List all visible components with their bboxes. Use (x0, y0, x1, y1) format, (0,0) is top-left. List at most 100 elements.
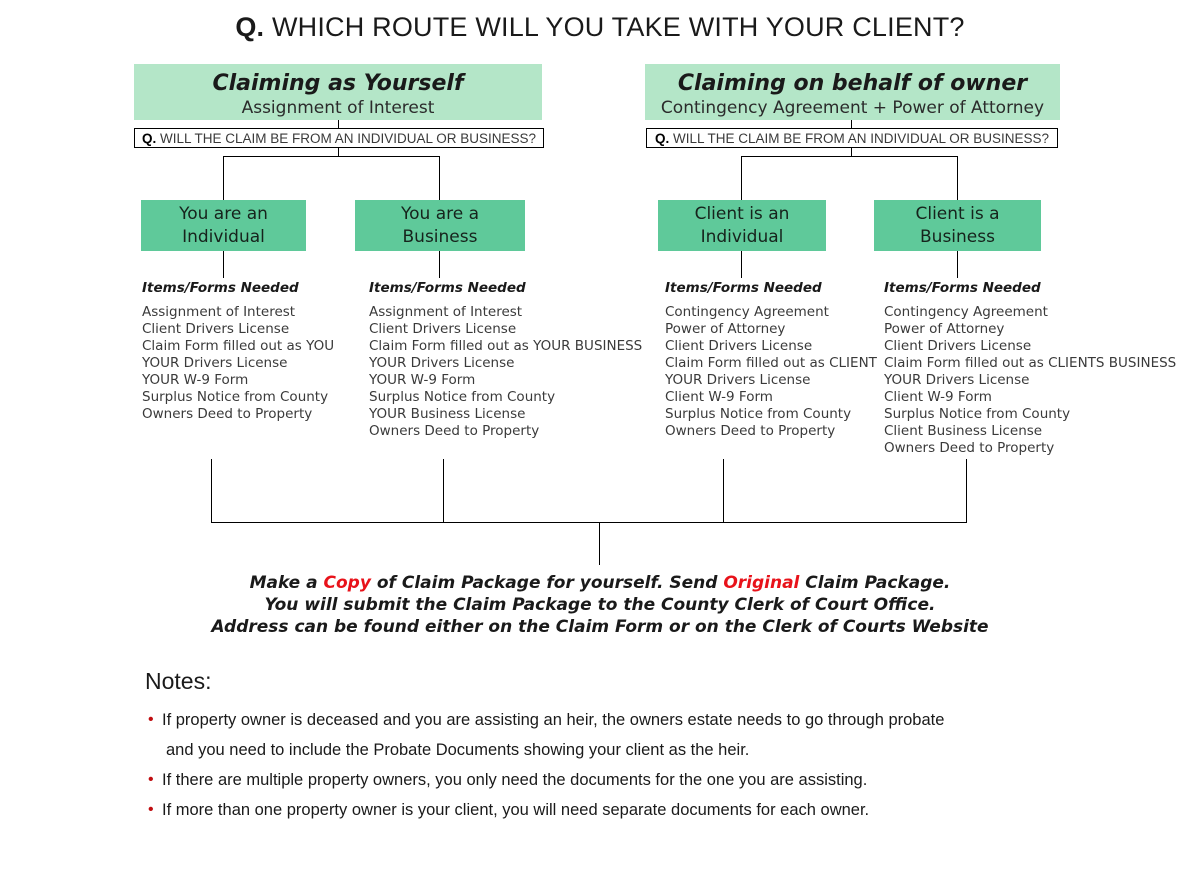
items-heading-client-individual: Items/Forms Needed (665, 280, 822, 296)
connector-left-branch1-to-items (223, 251, 224, 278)
notes-title: Notes: (145, 668, 212, 694)
list-item: Client Business License (884, 423, 1043, 439)
route-header-left-subtitle: Assignment of Interest (241, 98, 435, 118)
node-you-are-an-individual-line1: You are an (179, 203, 268, 224)
list-item: YOUR Drivers License (665, 372, 811, 388)
notes-item: •If property owner is deceased and you a… (148, 705, 1078, 765)
list-item: Surplus Notice from County (665, 406, 852, 422)
items-heading-you-individual: Items/Forms Needed (142, 280, 299, 296)
node-you-are-an-individual-line2: Individual (182, 226, 265, 247)
connector-left-branch2-drop (439, 156, 440, 200)
node-you-are-a-business[interactable]: You are a Business (355, 200, 525, 251)
connector-merge-bar (211, 522, 967, 523)
list-item: Claim Form filled out as CLIENTS BUSINES… (884, 355, 1177, 371)
node-you-are-a-business-line1: You are a (400, 203, 480, 224)
submit-instructions: Make a Copy of Claim Package for yoursel… (0, 572, 1200, 638)
notes-item-line2: and you need to include the Probate Docu… (166, 741, 750, 759)
connector-right-header-stem (851, 120, 852, 128)
route-header-right: Claiming on behalf of owner Contingency … (645, 64, 1060, 120)
notes-item-line1: If more than one property owner is your … (162, 801, 870, 819)
submit-line1-original: Original (723, 573, 800, 593)
list-item: YOUR Business License (369, 406, 526, 422)
notes-item-line1: If there are multiple property owners, y… (162, 771, 868, 789)
question-bar-left: Q. WILL THE CLAIM BE FROM AN INDIVIDUAL … (134, 128, 544, 148)
list-item: Contingency Agreement (884, 304, 1048, 320)
bullet-icon: • (148, 771, 154, 788)
items-list-client-individual: Contingency Agreement Power of Attorney … (665, 304, 877, 440)
list-item: Power of Attorney (884, 321, 1005, 337)
node-you-are-an-individual[interactable]: You are an Individual (141, 200, 306, 251)
list-item: YOUR Drivers License (142, 355, 288, 371)
items-list-you-individual: Assignment of Interest Client Drivers Li… (142, 304, 334, 423)
notes-item: •If more than one property owner is your… (148, 795, 1078, 825)
route-header-left: Claiming as Yourself Assignment of Inter… (134, 64, 542, 120)
node-client-is-an-individual-line1: Client is an (694, 203, 790, 224)
connector-left-split-stem (338, 148, 339, 156)
list-item: Assignment of Interest (369, 304, 523, 320)
list-item: Surplus Notice from County (884, 406, 1071, 422)
submit-instructions-line2: You will submit the Claim Package to the… (264, 595, 936, 615)
list-item: Contingency Agreement (665, 304, 829, 320)
connector-right-branch2-to-items (957, 251, 958, 278)
page-title-text: WHICH ROUTE WILL YOU TAKE WITH YOUR CLIE… (264, 12, 965, 42)
list-item: Claim Form filled out as CLIENT (665, 355, 877, 371)
question-bar-left-text: WILL THE CLAIM BE FROM AN INDIVIDUAL OR … (156, 131, 537, 146)
list-item: Assignment of Interest (142, 304, 296, 320)
node-client-is-a-business-line2: Business (920, 226, 995, 247)
list-item: YOUR Drivers License (369, 355, 515, 371)
connector-right-split-stem (851, 148, 852, 156)
connector-merge-drop-1 (211, 459, 212, 522)
items-list-client-business: Contingency Agreement Power of Attorney … (884, 304, 1176, 457)
items-list-you-business: Assignment of Interest Client Drivers Li… (369, 304, 642, 440)
question-bar-right-text: WILL THE CLAIM BE FROM AN INDIVIDUAL OR … (669, 131, 1050, 146)
node-client-is-a-business[interactable]: Client is a Business (874, 200, 1041, 251)
connector-merge-drop-3 (723, 459, 724, 522)
list-item: YOUR W-9 Form (369, 372, 476, 388)
list-item: Owners Deed to Property (369, 423, 540, 439)
submit-line1-part2: of Claim Package for yourself. Send (370, 573, 724, 593)
route-header-right-title: Claiming on behalf of owner (677, 71, 1028, 96)
connector-right-branch1-to-items (741, 251, 742, 278)
list-item: Owners Deed to Property (884, 440, 1055, 456)
list-item: Owners Deed to Property (665, 423, 836, 439)
submit-instructions-line1: Make a Copy of Claim Package for yoursel… (0, 572, 1200, 594)
items-heading-client-business: Items/Forms Needed (884, 280, 1041, 296)
items-column-you-business: Items/Forms Needed Assignment of Interes… (369, 279, 642, 440)
notes-item: • If there are multiple property owners, … (148, 765, 1078, 795)
submit-line1-part1: Make a (249, 573, 324, 593)
connector-left-header-stem (338, 120, 339, 128)
node-client-is-an-individual-line2: Individual (700, 226, 784, 247)
page-title: Q. WHICH ROUTE WILL YOU TAKE WITH YOUR C… (0, 12, 1200, 43)
list-item: Owners Deed to Property (142, 406, 313, 422)
list-item: Client Drivers License (369, 321, 517, 337)
connector-merge-to-submit (599, 522, 600, 565)
list-item: Client Drivers License (665, 338, 813, 354)
list-item: Client W-9 Form (884, 389, 992, 405)
list-item: Surplus Notice from County (369, 389, 556, 405)
list-item: Power of Attorney (665, 321, 786, 337)
node-client-is-a-business-line1: Client is a (915, 203, 1000, 224)
connector-right-branch1-drop (741, 156, 742, 200)
items-column-you-individual: Items/Forms Needed Assignment of Interes… (142, 279, 334, 423)
question-bar-left-q: Q. (141, 131, 157, 146)
node-you-are-a-business-line2: Business (402, 226, 478, 247)
question-bar-right-q: Q. (654, 131, 670, 146)
connector-left-branch2-to-items (439, 251, 440, 278)
list-item: Surplus Notice from County (142, 389, 329, 405)
list-item: Client Drivers License (142, 321, 290, 337)
list-item: YOUR Drivers License (884, 372, 1030, 388)
submit-instructions-line3: Address can be found either on the Claim… (211, 617, 989, 637)
bullet-icon: • (148, 711, 154, 728)
connector-merge-drop-2 (443, 459, 444, 522)
node-client-is-an-individual[interactable]: Client is an Individual (658, 200, 826, 251)
list-item: Claim Form filled out as YOU (142, 338, 335, 354)
notes-list: •If property owner is deceased and you a… (148, 705, 1078, 825)
connector-left-branch1-drop (223, 156, 224, 200)
list-item: Client W-9 Form (665, 389, 773, 405)
list-item: YOUR W-9 Form (142, 372, 249, 388)
connector-right-split-bar (741, 156, 957, 157)
question-bar-right: Q. WILL THE CLAIM BE FROM AN INDIVIDUAL … (646, 128, 1058, 148)
items-column-client-business: Items/Forms Needed Contingency Agreement… (884, 279, 1176, 457)
list-item: Claim Form filled out as YOUR BUSINESS (369, 338, 643, 354)
